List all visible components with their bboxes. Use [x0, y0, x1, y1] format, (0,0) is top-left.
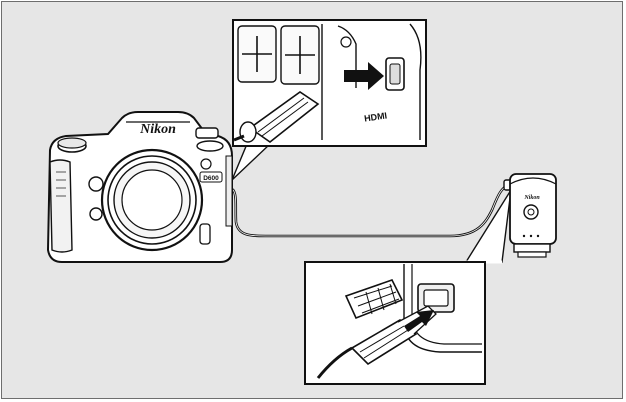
hdmi-port-label: HDMI	[363, 110, 387, 123]
top-callout-leader	[231, 142, 272, 181]
wireless-transmitter-icon	[509, 173, 557, 258]
transmitter-brand-label: Nikon	[523, 195, 540, 201]
camera-body	[46, 111, 233, 263]
camera-brand-label: Nikon	[139, 122, 176, 137]
bottom-callout-leader	[464, 189, 512, 264]
bottom-callout	[304, 261, 486, 385]
usb-cable	[222, 179, 514, 238]
camera-model-label: D600	[203, 175, 219, 182]
top-callout	[232, 19, 427, 147]
